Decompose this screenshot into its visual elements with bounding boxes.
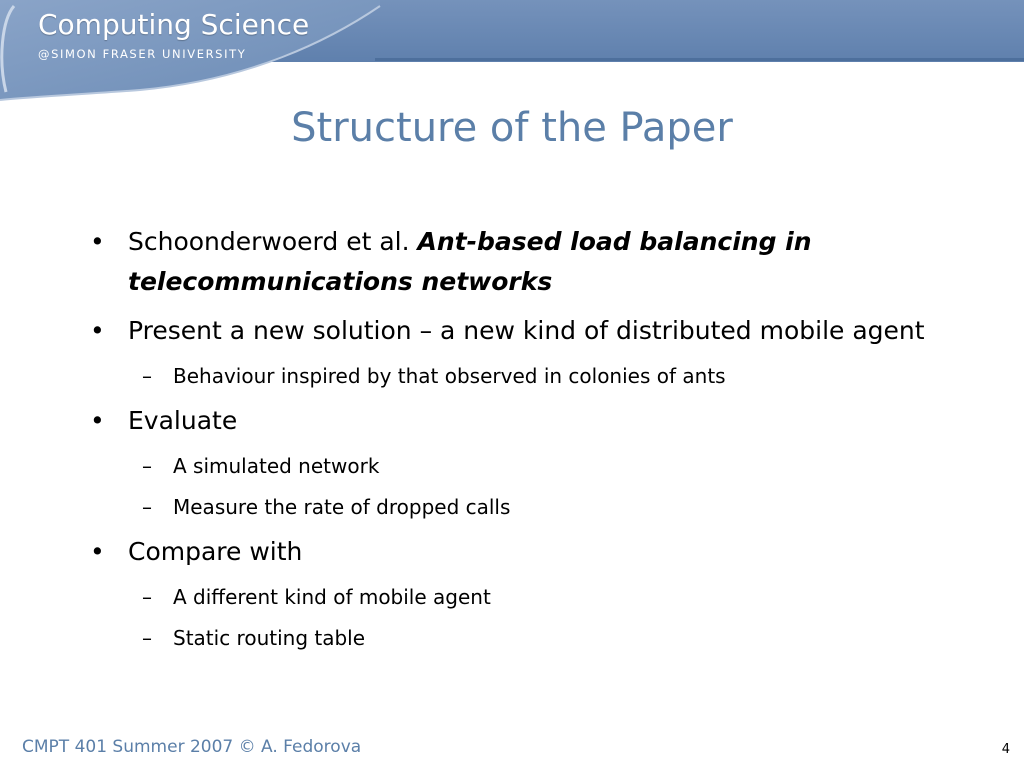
sub-bullet-marker: – xyxy=(142,585,152,609)
sub-bullet-marker: – xyxy=(142,364,152,388)
sub-bullet-marker: – xyxy=(142,626,152,650)
bullet-marker: • xyxy=(90,406,105,435)
paper-authors: Schoonderwoerd et al. xyxy=(128,227,418,256)
sub-bullet-simulated-network: –A simulated network xyxy=(90,450,960,482)
logo-title: Computing Science xyxy=(38,8,310,41)
sub-bullet-static-routing: –Static routing table xyxy=(90,622,960,654)
bullet-text: Present a new solution – a new kind of d… xyxy=(128,316,925,345)
bullet-compare-with: • Compare with xyxy=(90,532,960,572)
slide-title: Structure of the Paper xyxy=(291,105,733,151)
sub-bullet-text: Measure the rate of dropped calls xyxy=(173,495,511,519)
sub-bullet-text: A simulated network xyxy=(173,454,380,478)
sub-bullet-text: A different kind of mobile agent xyxy=(173,585,491,609)
sub-bullet-marker: – xyxy=(142,454,152,478)
sub-bullet-marker: – xyxy=(142,495,152,519)
bullet-marker: • xyxy=(90,537,105,566)
bullet-evaluate: • Evaluate xyxy=(90,401,960,441)
logo-subtitle: @SIMON FRASER UNIVERSITY xyxy=(38,47,247,61)
footer-course-credit: CMPT 401 Summer 2007 © A. Fedorova xyxy=(22,737,362,757)
bullet-marker: • xyxy=(90,316,105,345)
bullet-text: Compare with xyxy=(128,537,303,566)
bullet-paper-reference: • Schoonderwoerd et al. Ant-based load ba… xyxy=(90,222,960,302)
bullet-list: • Schoonderwoerd et al. Ant-based load ba… xyxy=(90,222,960,663)
header-banner xyxy=(0,0,1024,101)
page-number: 4 xyxy=(1001,742,1010,757)
sub-bullet-text: Behaviour inspired by that observed in c… xyxy=(173,364,726,388)
sub-bullet-behaviour: –Behaviour inspired by that observed in … xyxy=(90,360,960,392)
sub-bullet-dropped-calls: –Measure the rate of dropped calls xyxy=(90,491,960,523)
bullet-new-solution: • Present a new solution – a new kind of … xyxy=(90,311,960,351)
sub-bullet-mobile-agent: –A different kind of mobile agent xyxy=(90,581,960,613)
paper-title: Ant-based load balancing in telecommunic… xyxy=(128,227,812,296)
bullet-text: Evaluate xyxy=(128,406,238,435)
sub-bullet-text: Static routing table xyxy=(173,626,366,650)
bullet-marker: • xyxy=(90,227,105,256)
